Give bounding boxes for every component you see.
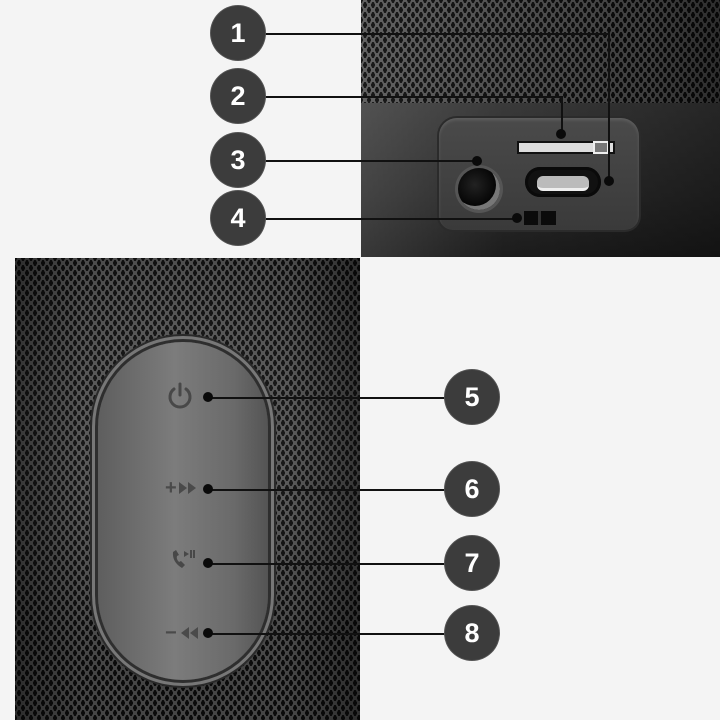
- callout-badge-2: 2: [211, 69, 265, 123]
- usb-c-port: [525, 167, 601, 197]
- led-indicator: [524, 211, 556, 225]
- leader-line-1-vertical: [608, 33, 610, 181]
- power-icon: [168, 382, 192, 409]
- leader-dot-4: [512, 213, 522, 223]
- leader-dot-3: [472, 156, 482, 166]
- leader-dot-6: [203, 484, 213, 494]
- rewind-icon: [180, 627, 198, 639]
- leader-dot-8: [203, 628, 213, 638]
- leader-line-8: [207, 633, 447, 635]
- leader-line-1: [265, 33, 610, 35]
- leader-dot-5: [203, 392, 213, 402]
- leader-line-2-vertical: [561, 96, 563, 132]
- leader-line-5: [207, 397, 447, 399]
- callout-badge-8: 8: [445, 606, 499, 660]
- callout-badge-3: 3: [211, 133, 265, 187]
- leader-dot-1: [604, 176, 614, 186]
- callout-badge-5: 5: [445, 370, 499, 424]
- leader-dot-2: [556, 129, 566, 139]
- plus-forward-icon: +: [165, 478, 201, 498]
- phone-play-pause-icon: [172, 550, 195, 568]
- callout-badge-6: 6: [445, 462, 499, 516]
- aux-jack: [458, 168, 500, 210]
- callout-badge-7: 7: [445, 536, 499, 590]
- leader-line-3: [265, 160, 477, 162]
- plus-icon: +: [165, 477, 177, 499]
- sd-card-slot: [517, 141, 615, 154]
- leader-line-7: [207, 563, 447, 565]
- port-panel-image: [361, 0, 720, 257]
- minus-icon: −: [165, 622, 177, 644]
- leader-line-6: [207, 489, 447, 491]
- callout-badge-1: 1: [211, 6, 265, 60]
- leader-dot-7: [203, 558, 213, 568]
- leader-line-2: [265, 96, 563, 98]
- minus-rewind-icon: −: [165, 623, 201, 643]
- speaker-grille-top: [361, 0, 720, 103]
- fast-forward-icon: [178, 482, 196, 494]
- callout-badge-4: 4: [211, 191, 265, 245]
- leader-line-4: [265, 218, 517, 220]
